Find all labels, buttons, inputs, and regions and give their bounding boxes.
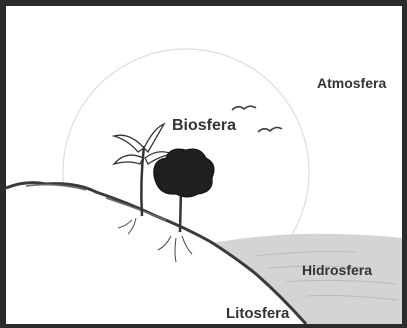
diagram-canvas: Atmosfera Biosfera Hidrosfera Litosfera <box>6 6 402 324</box>
label-biosfera: Biosfera <box>172 118 236 134</box>
bird-icon <box>258 127 282 132</box>
label-hidrosfera: Hidrosfera <box>302 263 372 277</box>
bird-icon <box>232 106 256 110</box>
label-litosfera: Litosfera <box>226 306 289 321</box>
label-atmosfera: Atmosfera <box>317 76 386 90</box>
